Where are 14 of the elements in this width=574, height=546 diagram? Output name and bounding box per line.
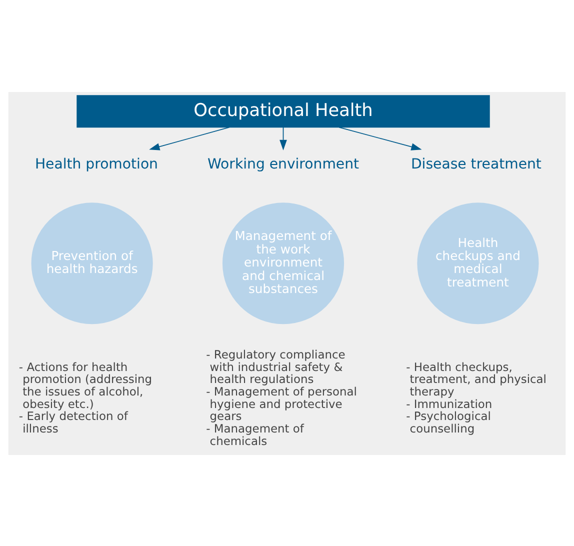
node-label: - Actions for health promotion (addressing the issues of alcohol, obesity etc.) [18, 359, 152, 410]
node-circle: Management of the work environment and chemical substances [222, 202, 344, 324]
node-box: Occupational Health [76, 94, 490, 128]
node-label: - Health checkups, treatment, and physical therapy [406, 359, 546, 398]
node-text: Health promotion [34, 156, 158, 172]
node-text: Working environment [207, 156, 360, 172]
arrow [338, 126, 422, 150]
arrow [280, 126, 287, 150]
node-label: - Regulatory compliance with industrial safety & health regulations [206, 346, 346, 386]
arrow [149, 126, 230, 150]
node-circle: Health checkups and medical treatment [417, 202, 539, 324]
node-circle: Prevention of health hazards [31, 202, 153, 324]
node-text: Disease treatment [410, 156, 542, 172]
node-label: - Psychological counselling [406, 408, 491, 435]
